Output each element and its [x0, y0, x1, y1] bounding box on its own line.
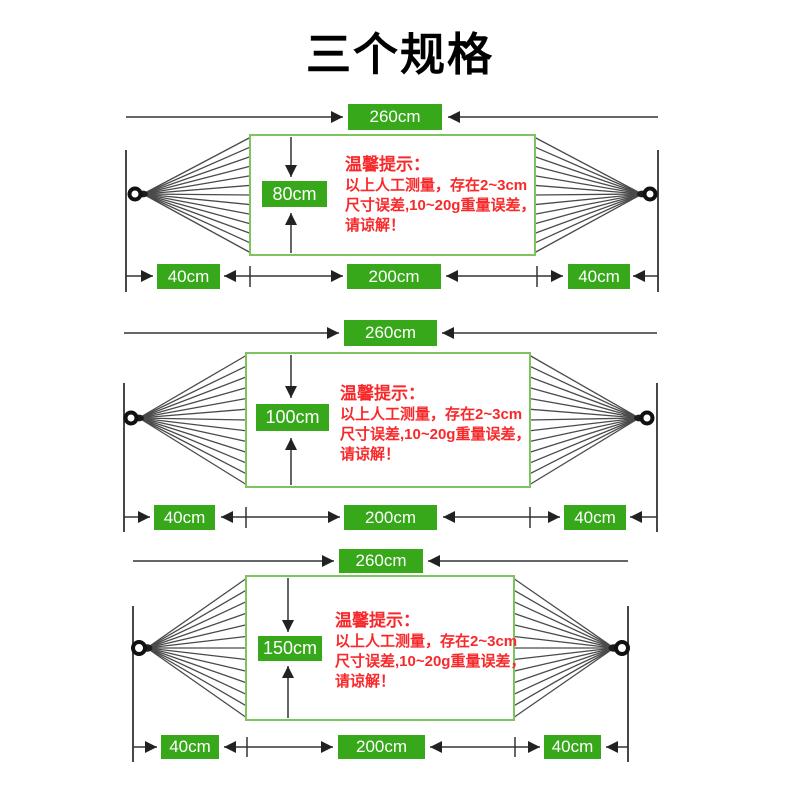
warning-line: 以上人工测量，存在2~3cm [335, 633, 518, 650]
rope-fan-left-2 [138, 354, 248, 486]
rope-fan-right-2 [528, 354, 640, 486]
left-rope-badge: 40cm [157, 264, 220, 289]
rope-fan-left-1 [142, 136, 252, 254]
warning-line: 尺寸误差,10~20g重量误差， [340, 426, 531, 443]
bed-length-badge: 200cm [338, 735, 425, 759]
warning-note: 温馨提示： 以上人工测量，存在2~3cm 尺寸误差,10~20g重量误差， 请谅… [340, 384, 530, 465]
overall-width-badge: 260cm [339, 549, 423, 573]
right-rope-badge: 40cm [544, 735, 601, 759]
bottom-dimension-row-2 [124, 507, 657, 528]
warning-line: 尺寸误差,10~20g重量误差， [345, 197, 536, 214]
bed-length-badge: 200cm [344, 505, 437, 530]
net-height-badge: 100cm [256, 404, 329, 431]
warning-line: 请谅解！ [345, 217, 406, 234]
suspension-ring-left-icon-1 [127, 186, 143, 202]
bed-length-badge: 200cm [347, 264, 441, 289]
warning-line: 以上人工测量，存在2~3cm [345, 177, 528, 194]
rope-fan-right-3 [512, 577, 615, 719]
warning-heading: 温馨提示： [335, 611, 420, 630]
suspension-ring-right-icon-1 [642, 186, 658, 202]
warning-line: 尺寸误差,10~20g重量误差， [335, 653, 526, 670]
warning-note: 温馨提示： 以上人工测量，存在2~3cm 尺寸误差,10~20g重量误差， 请谅… [345, 155, 535, 236]
page-title: 三个规格 [305, 29, 494, 80]
suspension-ring-right-icon-2 [639, 410, 655, 426]
net-height-badge: 150cm [258, 636, 322, 661]
suspension-ring-left-icon-2 [123, 410, 139, 426]
bottom-dimension-row-1 [126, 266, 658, 287]
warning-heading: 温馨提示： [340, 384, 425, 403]
warning-note: 温馨提示： 以上人工测量，存在2~3cm 尺寸误差,10~20g重量误差， 请谅… [335, 611, 525, 692]
warning-line: 请谅解！ [340, 446, 401, 463]
rope-fan-left-3 [146, 577, 248, 719]
suspension-ring-right-icon-3 [614, 640, 630, 656]
right-rope-badge: 40cm [568, 264, 630, 289]
overall-width-badge: 260cm [344, 320, 437, 346]
left-rope-badge: 40cm [161, 735, 219, 759]
right-rope-badge: 40cm [564, 505, 626, 530]
suspension-ring-left-icon-3 [131, 640, 147, 656]
left-rope-badge: 40cm [154, 505, 215, 530]
bottom-dimension-row-3 [133, 737, 628, 757]
net-height-badge: 80cm [262, 181, 327, 207]
warning-line: 以上人工测量，存在2~3cm [340, 406, 523, 423]
warning-line: 请谅解！ [335, 673, 396, 690]
overall-width-badge: 260cm [348, 104, 442, 130]
rope-fan-right-1 [533, 136, 643, 254]
warning-heading: 温馨提示： [345, 155, 430, 174]
